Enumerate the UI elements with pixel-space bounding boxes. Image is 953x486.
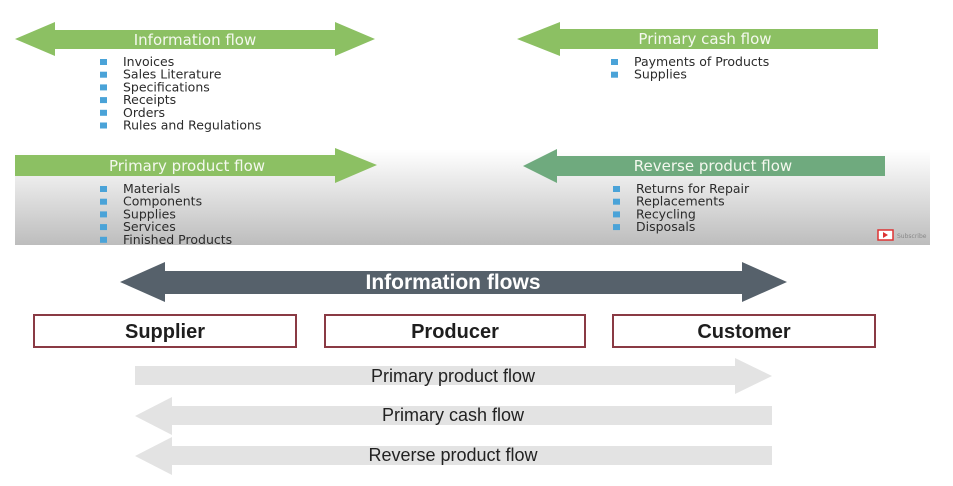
primary-product-flow-item: Components (123, 194, 202, 209)
primary-cash-flow-item: Supplies (634, 67, 687, 82)
bullet-icon (100, 236, 107, 243)
information-flow-arrow (15, 22, 375, 56)
bullet-icon (613, 224, 620, 231)
primary-product-flow-title: Primary product flow (109, 157, 265, 175)
bullet-icon (100, 71, 107, 78)
reverse-product-flow-item: Replacements (636, 194, 725, 209)
bullet-icon (100, 109, 107, 116)
bullet-icon (100, 59, 107, 65)
primary-product-flow-label: Primary product flow (371, 366, 536, 386)
information-flows-arrow (120, 262, 787, 302)
bullet-icon (100, 224, 107, 231)
entity-label: Customer (697, 321, 791, 343)
primary-cash-flow-bar (135, 397, 772, 435)
reverse-product-flow-item: Recycling (636, 206, 696, 221)
bullet-icon (611, 71, 618, 78)
reverse-product-flow-item: Returns for Repair (636, 181, 750, 196)
reverse-product-flow-bar (135, 437, 772, 475)
primary-cash-flow-title: Primary cash flow (638, 30, 771, 48)
primary-product-flow-item: Finished Products (123, 232, 232, 247)
entity-label: Supplier (125, 321, 205, 343)
information-flow-item: Invoices (123, 54, 174, 69)
bullet-icon (100, 122, 107, 129)
information-flows-label: Information flows (366, 271, 541, 294)
bullet-icon (100, 97, 107, 104)
information-flow-item: Rules and Regulations (123, 118, 261, 133)
bullet-icon (100, 198, 107, 205)
information-flow-item: Receipts (123, 92, 176, 107)
bullet-icon (100, 186, 107, 192)
information-flow-item: Sales Literature (123, 67, 222, 82)
entity-producer: Producer (324, 314, 586, 348)
primary-product-flow-item: Materials (123, 181, 180, 196)
bullet-icon (613, 211, 620, 218)
primary-cash-flow-item: Payments of Products (634, 54, 769, 69)
bullet-icon (613, 186, 620, 192)
entity-supplier: Supplier (33, 314, 297, 348)
entity-label: Producer (411, 321, 499, 343)
information-flow-title: Information flow (134, 31, 257, 49)
primary-product-flow-bar (135, 358, 772, 394)
reverse-product-flow-item: Disposals (636, 219, 695, 234)
primary-cash-flow-arrow (517, 22, 878, 56)
subscribe-label[interactable]: Subscribe (897, 233, 927, 240)
primary-product-flow-item: Supplies (123, 206, 176, 221)
bullet-icon (100, 84, 107, 91)
bullet-icon (611, 59, 618, 65)
information-flow-item: Specifications (123, 79, 210, 94)
bullet-icon (613, 198, 620, 205)
reverse-product-flow-label: Reverse product flow (368, 445, 538, 465)
play-triangle-icon (883, 232, 888, 238)
information-flow-item: Orders (123, 105, 165, 120)
primary-cash-flow-label: Primary cash flow (382, 405, 525, 425)
primary-product-flow-arrow (15, 148, 377, 183)
entity-customer: Customer (612, 314, 876, 348)
reverse-product-flow-arrow (523, 149, 885, 183)
primary-product-flow-item: Services (123, 219, 176, 234)
bullet-icon (100, 211, 107, 218)
reverse-product-flow-title: Reverse product flow (634, 157, 792, 175)
